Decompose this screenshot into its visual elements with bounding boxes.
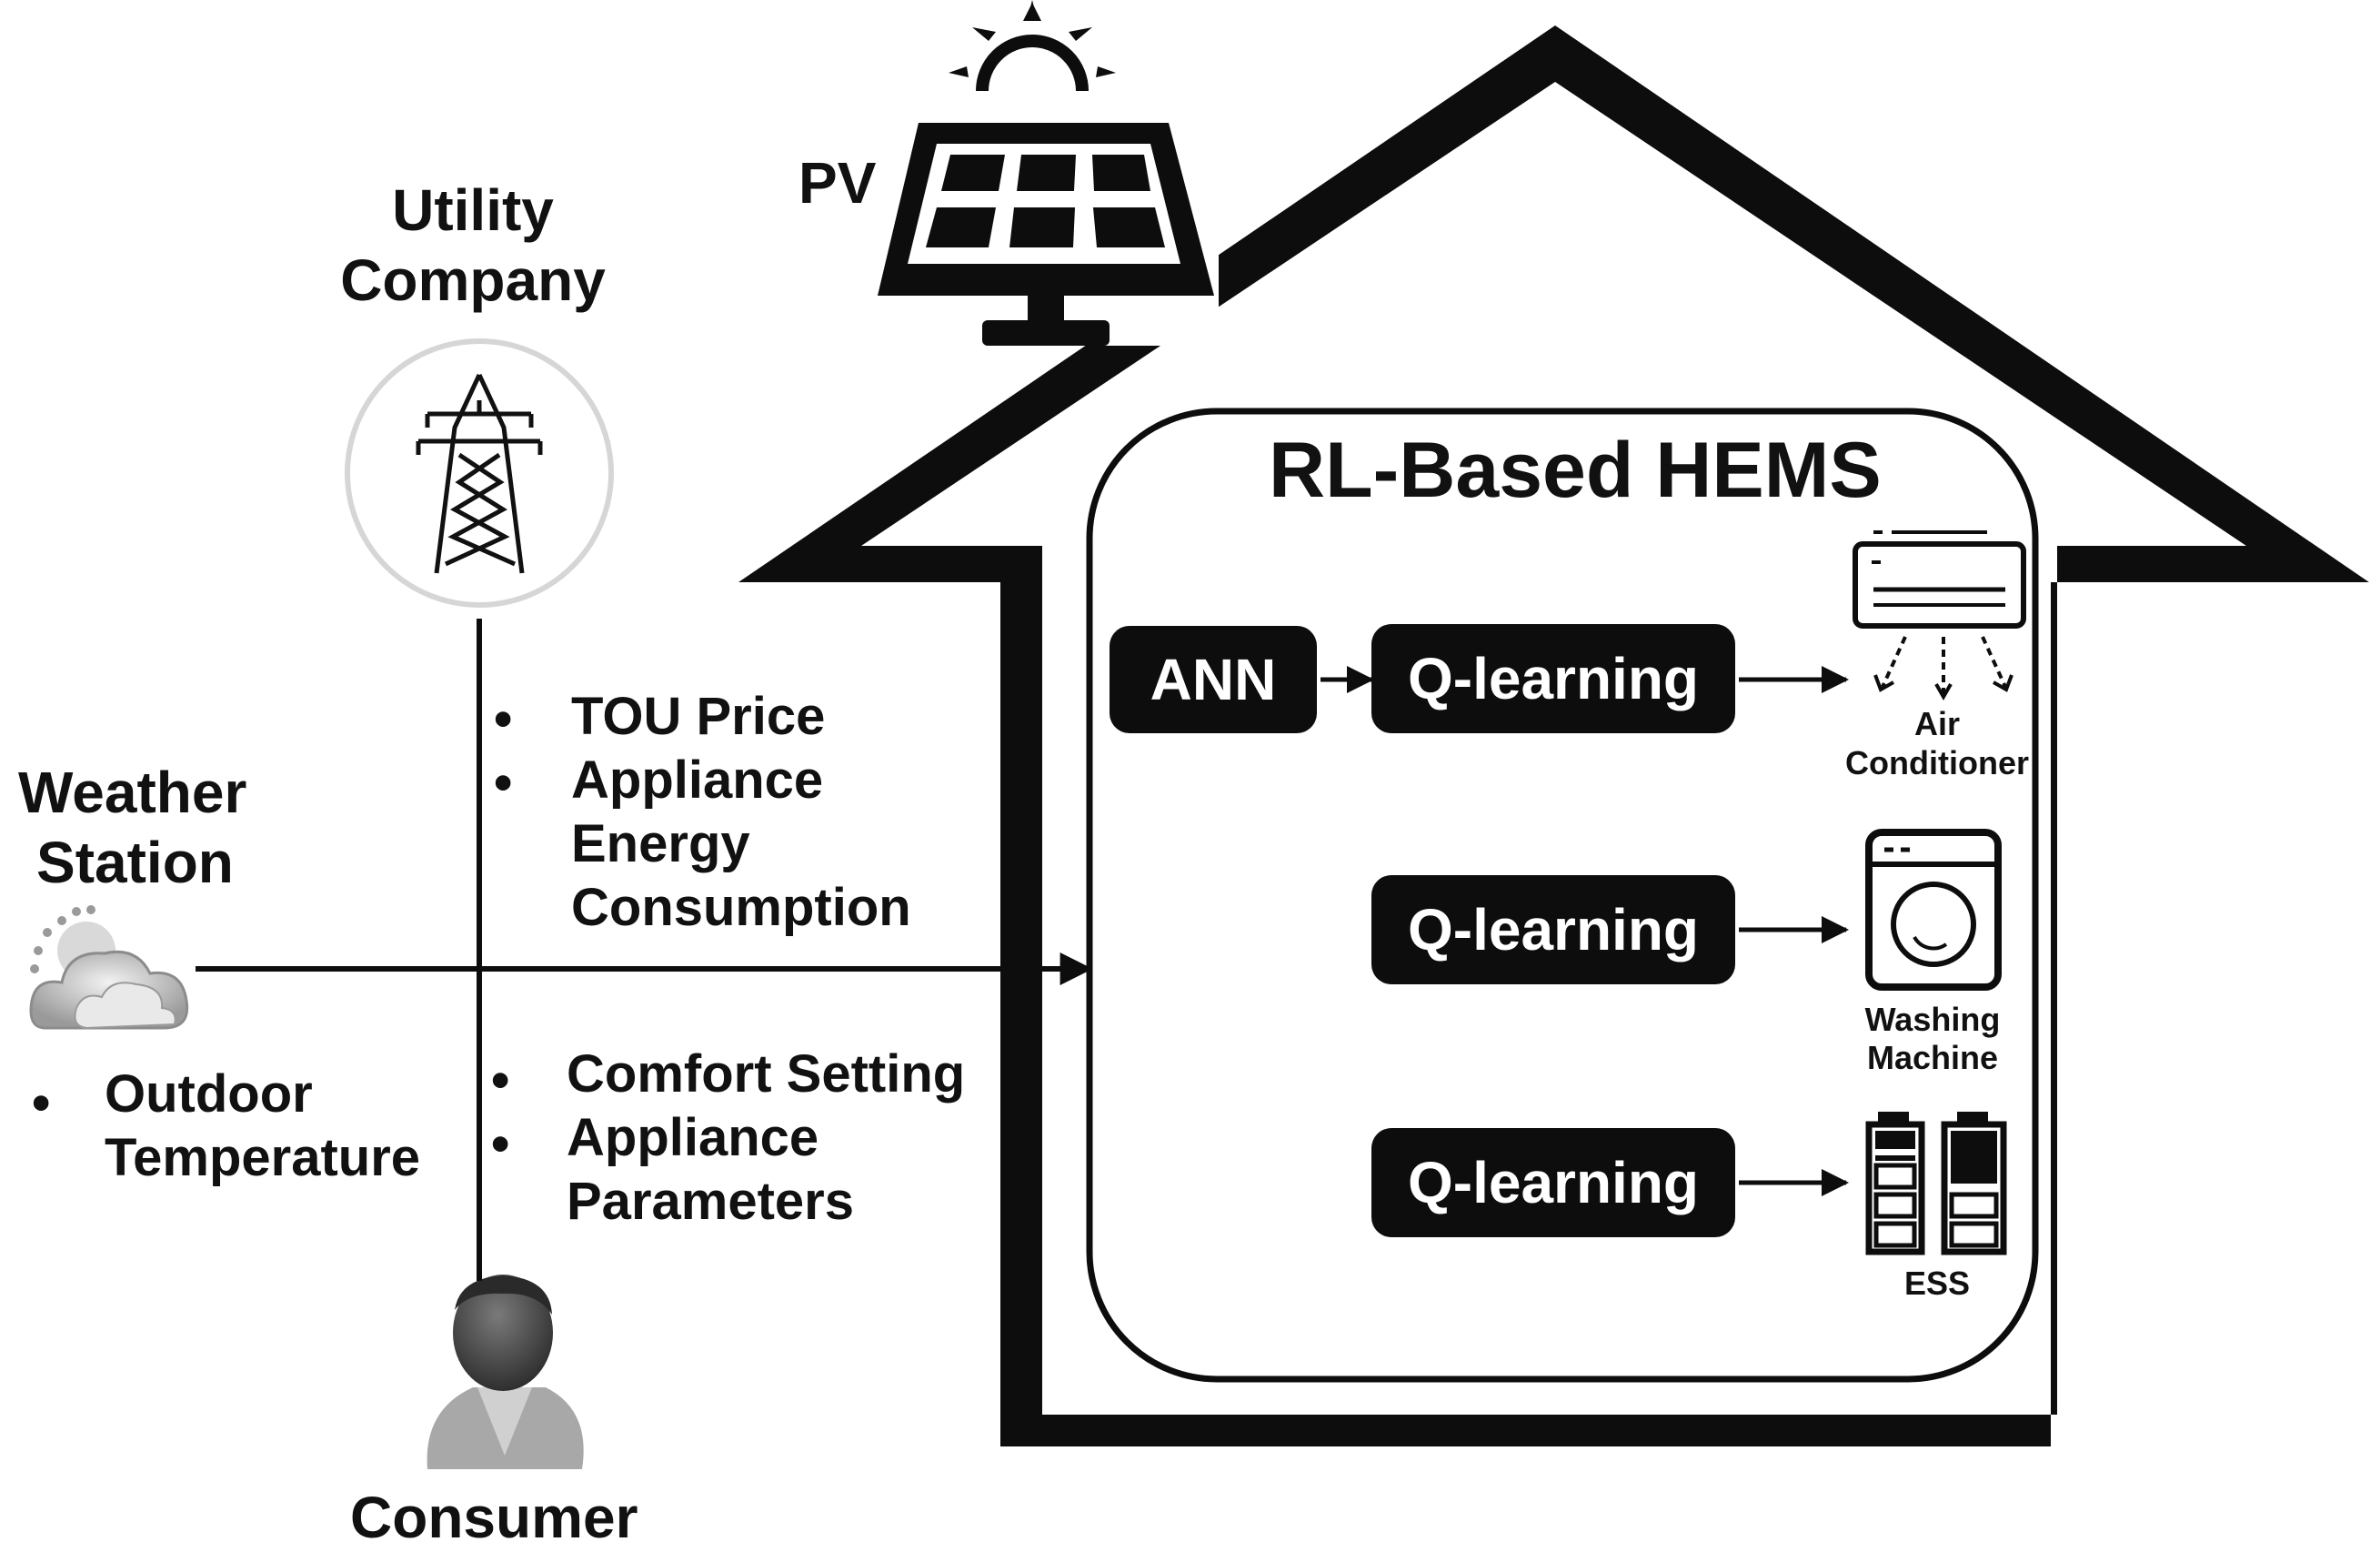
consumer-bullet-2: •	[491, 1114, 510, 1174]
weather-title-line2: Station	[36, 830, 234, 895]
q-learning-block-wm: Q-learning	[1371, 875, 1735, 984]
q-learning-block-ess: Q-learning	[1371, 1128, 1735, 1237]
consumer-info-2: Appliance	[567, 1108, 819, 1167]
washing-machine-icon	[1865, 829, 2002, 991]
air-conditioner-icon	[1853, 530, 2026, 701]
weather-title-line1: Weather	[18, 760, 247, 825]
hems-title: RL-Based HEMS	[1269, 427, 1882, 514]
q-learning-block-ac: Q-learning	[1371, 624, 1735, 733]
weather-bullet-1: •	[32, 1073, 51, 1133]
sun-icon	[949, 0, 1116, 92]
weather-cloud-icon	[29, 905, 189, 1030]
consumer-person-icon	[427, 1275, 584, 1469]
transmission-tower-icon	[345, 338, 614, 608]
wm-label-line1: Washing	[1864, 1001, 2001, 1038]
battery-icon	[1865, 1112, 2007, 1255]
utility-info-3: Energy	[571, 814, 750, 873]
solar-panel-icon	[878, 123, 1214, 346]
utility-bullet-2: •	[494, 753, 513, 812]
weather-info-1: Outdoor	[105, 1064, 313, 1124]
ann-block: ANN	[1110, 626, 1317, 733]
consumer-info-1: Comfort Setting	[567, 1044, 966, 1104]
ess-label: ESS	[1903, 1265, 1971, 1302]
ac-label-line1: Air	[1913, 705, 1960, 742]
utility-info-2: Appliance	[571, 751, 824, 810]
utility-bullet-1: •	[494, 690, 513, 749]
utility-info-4: Consumption	[571, 878, 911, 937]
utility-title-line1: Utility	[392, 177, 554, 243]
consumer-title: Consumer	[350, 1485, 638, 1550]
consumer-bullet-1: •	[491, 1051, 510, 1110]
ac-label-line2: Conditioner	[1845, 744, 2029, 781]
weather-info-2: Temperature	[105, 1128, 421, 1187]
consumer-info-3: Parameters	[567, 1172, 854, 1231]
utility-title-line2: Company	[340, 247, 606, 313]
wm-label-line2: Machine	[1866, 1039, 1999, 1076]
pv-label: PV	[798, 150, 877, 216]
utility-info-1: TOU Price	[571, 687, 826, 746]
